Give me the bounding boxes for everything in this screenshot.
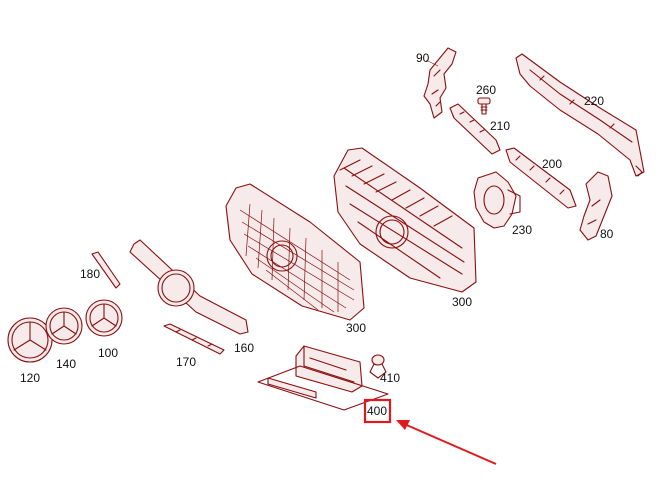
part-80-bracket <box>579 171 613 241</box>
part-230-ring-bracket <box>473 171 521 229</box>
part-90-bracket <box>423 47 457 119</box>
part-410-clip <box>369 354 387 379</box>
callout-230: 230 <box>512 223 532 237</box>
callout-100: 100 <box>98 346 118 360</box>
part-100-star-emblem <box>85 299 123 337</box>
part-140-star-emblem <box>45 307 83 345</box>
callout-labels: 90 260 220 210 200 230 80 300 300 180 16… <box>20 51 614 418</box>
part-300-grille-left <box>225 183 365 321</box>
part-210-strip <box>449 103 501 155</box>
callout-140: 140 <box>56 357 76 371</box>
callout-160: 160 <box>234 341 254 355</box>
callout-400: 400 <box>367 404 387 418</box>
part-300-grille-right <box>333 147 477 293</box>
callout-180: 180 <box>80 267 100 281</box>
part-260-screw <box>477 97 491 115</box>
part-120-star-emblem <box>7 317 53 363</box>
callout-120: 120 <box>20 371 40 385</box>
part-160-bar-star <box>129 239 249 335</box>
callout-210: 210 <box>490 119 510 133</box>
part-220-trim <box>515 53 645 177</box>
highlight-annotation <box>363 398 497 465</box>
callout-300-left: 300 <box>346 321 366 335</box>
part-200-strip <box>505 147 577 209</box>
callout-220: 220 <box>584 94 604 108</box>
part-180-strip <box>91 251 121 289</box>
callout-410: 410 <box>380 371 400 385</box>
highlight-box <box>363 398 392 424</box>
callout-260: 260 <box>476 83 496 97</box>
callout-200: 200 <box>542 157 562 171</box>
pointer-arrow-icon <box>396 420 497 465</box>
part-400-bracket <box>257 345 389 411</box>
callout-90: 90 <box>416 51 430 65</box>
callout-170: 170 <box>176 355 196 369</box>
callout-300-right: 300 <box>452 295 472 309</box>
callout-80: 80 <box>600 227 614 241</box>
part-170-strip <box>163 323 225 355</box>
